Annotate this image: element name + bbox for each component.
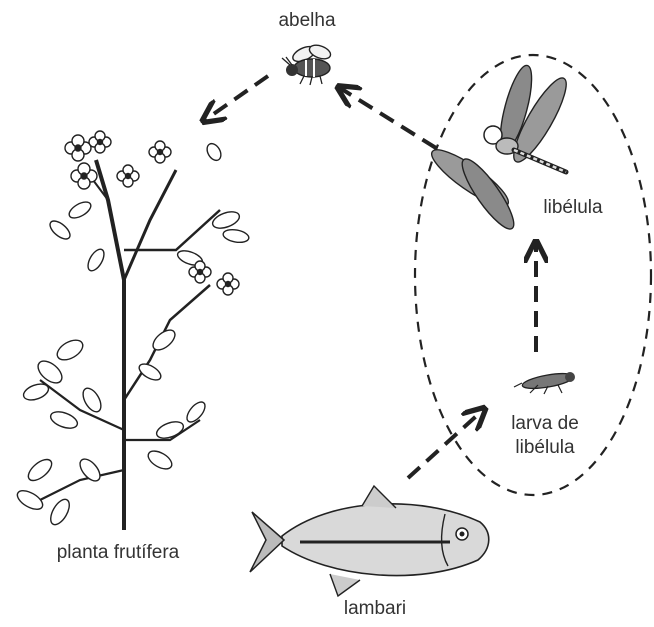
label-libelula: libélula	[528, 196, 618, 220]
bee-illustration	[282, 43, 332, 85]
arrow-libelula-to-abelha	[340, 88, 436, 148]
larva-illustration	[514, 371, 575, 394]
arrow-lambari-to-larva	[408, 410, 483, 478]
label-larva-line-1: larva de	[490, 412, 600, 436]
label-abelha: abelha	[262, 9, 352, 33]
label-lambari: lambari	[320, 597, 430, 621]
label-larva-de-libelula: larva de libélula	[490, 412, 600, 460]
label-larva-line-2: libélula	[490, 436, 600, 460]
arrow-abelha-to-planta	[205, 76, 268, 120]
fish-illustration	[250, 486, 489, 596]
plant-illustration	[14, 131, 249, 530]
label-planta-frutifera: planta frutífera	[18, 541, 218, 565]
